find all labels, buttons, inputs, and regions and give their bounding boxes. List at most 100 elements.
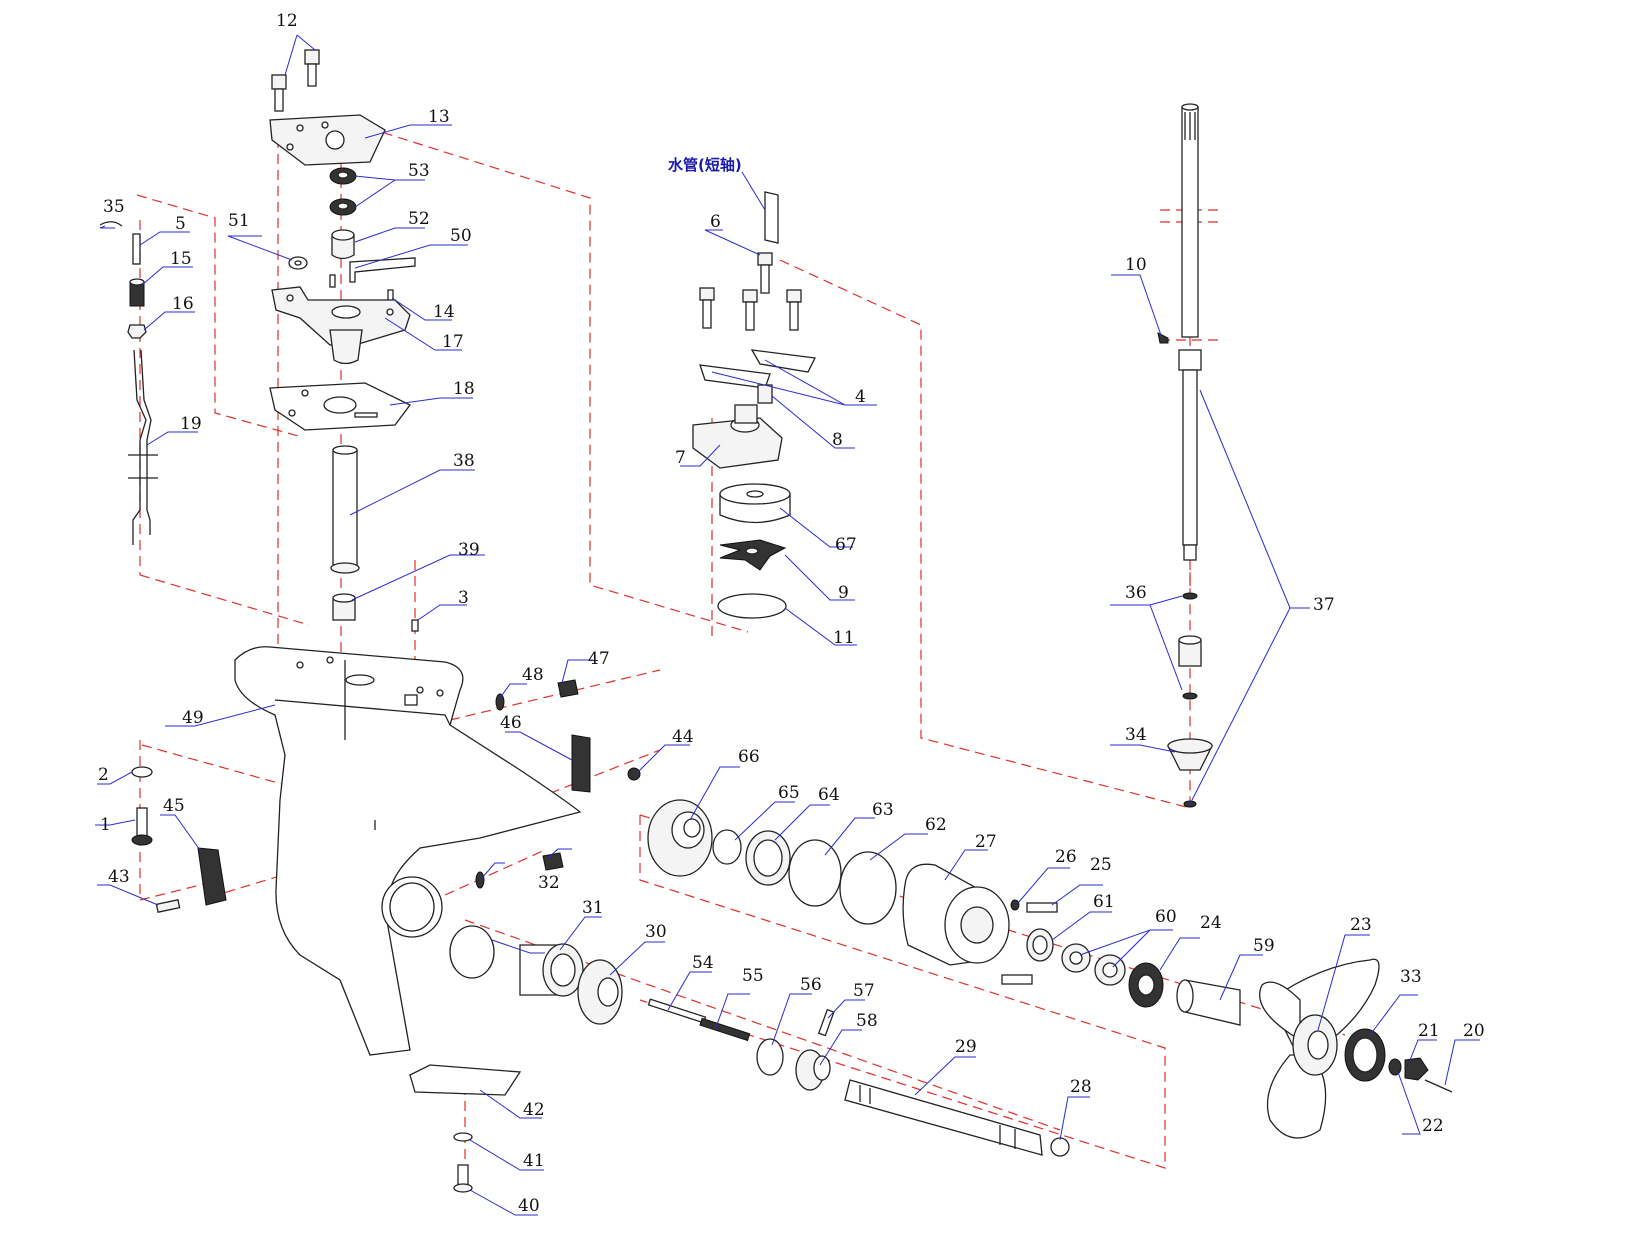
bushing-39: [332, 593, 356, 621]
washer-22: [1388, 1058, 1402, 1076]
callout-66: 66: [738, 747, 760, 767]
water-tube: [764, 191, 779, 244]
callout-20: 20: [1463, 1021, 1485, 1041]
callout-39: 39: [458, 540, 480, 560]
callout-29: 29: [955, 1037, 977, 1057]
thrust-washer-24: [1128, 962, 1164, 1008]
bearing-53: [329, 167, 357, 216]
bolt-12: [271, 49, 320, 112]
callout-10: 10: [1125, 255, 1147, 275]
callout-44: 44: [672, 727, 694, 747]
bearing-61: [1026, 928, 1054, 962]
callout-62: 62: [925, 815, 947, 835]
callout-60: 60: [1155, 907, 1177, 927]
callout-58: 58: [856, 1011, 878, 1031]
callout-35: 35: [103, 197, 125, 217]
callout-36: 36: [1125, 583, 1147, 603]
callout-18: 18: [453, 379, 475, 399]
clip-35: [99, 221, 123, 227]
callout-6: 6: [710, 212, 721, 232]
callout-32: 32: [538, 873, 560, 893]
callout-56: 56: [800, 975, 822, 995]
callout-4: 4: [855, 387, 866, 407]
callout-47: 47: [588, 649, 610, 669]
washer-41: [453, 1132, 473, 1142]
oring-62: [839, 851, 897, 925]
plug-47-lower: [542, 852, 564, 871]
plug-47-upper: [557, 679, 579, 698]
propeller-23: [1259, 958, 1380, 1139]
callout-65: 65: [778, 783, 800, 803]
callout-61: 61: [1093, 892, 1115, 912]
bracket-50: [349, 257, 416, 283]
propeller-shaft-29: [844, 1079, 1043, 1156]
gear-30: [577, 959, 623, 1025]
nut-16: [127, 324, 147, 339]
pinion-34: [1166, 738, 1214, 808]
callout-64: 64: [818, 785, 840, 805]
gear-66: [647, 799, 713, 877]
gearcase-49: [234, 646, 582, 1056]
callout-14: 14: [433, 302, 455, 322]
seals-60: [1061, 943, 1126, 986]
callout-15: 15: [170, 249, 192, 269]
bolt-43: [155, 899, 181, 913]
oring-11: [717, 593, 787, 619]
callout-23: 23: [1350, 915, 1372, 935]
pump-housing-7: [692, 404, 783, 469]
oring-63: [788, 839, 842, 907]
callout-46: 46: [500, 713, 522, 733]
washer-51: [288, 256, 308, 270]
callout-26: 26: [1055, 847, 1077, 867]
callout-7: 7: [675, 448, 686, 468]
bushing-52: [331, 229, 355, 260]
bearing-31: [519, 943, 584, 997]
nut-44: [627, 767, 641, 781]
pin-3: [411, 619, 419, 632]
bolt-25: [1026, 902, 1058, 913]
callout-9: 9: [838, 583, 849, 603]
callout-28: 28: [1070, 1077, 1092, 1097]
callout-31: 31: [582, 898, 604, 918]
callout-34: 34: [1125, 725, 1147, 745]
bolts-6: [699, 252, 802, 331]
drive-shaft-37: [1178, 103, 1202, 561]
callout-30: 30: [645, 922, 667, 942]
callout-42: 42: [523, 1100, 545, 1120]
ring-56: [756, 1038, 784, 1076]
plate-42: [409, 1064, 522, 1096]
plate-13: [269, 114, 386, 166]
clutch-58: [795, 1049, 831, 1091]
washer-48-upper: [495, 693, 505, 711]
callout-2: 2: [98, 765, 109, 785]
cotter-pin-20: [1424, 1079, 1453, 1093]
callout-55: 55: [742, 966, 764, 986]
callout-leaders: [95, 34, 1480, 1216]
callout-48: 48: [522, 665, 544, 685]
pin-5: [132, 233, 141, 265]
callout-63: 63: [872, 800, 894, 820]
callout-51: 51: [228, 211, 250, 231]
nut-21: [1404, 1057, 1429, 1081]
ring-65: [712, 829, 742, 865]
callout-3: 3: [458, 588, 469, 608]
tube-38: [330, 445, 360, 574]
spring-55: [699, 1017, 751, 1042]
callout-24: 24: [1200, 913, 1222, 933]
gasket-4: [699, 349, 816, 389]
callout-21: 21: [1418, 1021, 1440, 1041]
callout-67: 67: [835, 535, 857, 555]
spacer-33: [1344, 1028, 1386, 1082]
impeller-9: [719, 539, 787, 571]
callout-50: 50: [450, 226, 472, 246]
key-10: [1157, 332, 1169, 344]
callout-25: 25: [1090, 855, 1112, 875]
spacer-59: [1176, 979, 1241, 1026]
callout-45: 45: [163, 796, 185, 816]
callout-43: 43: [108, 867, 130, 887]
callout-5: 5: [175, 214, 186, 234]
callout-38: 38: [453, 451, 475, 471]
callout-17: 17: [442, 332, 464, 352]
bolt-25b: [1001, 974, 1033, 985]
